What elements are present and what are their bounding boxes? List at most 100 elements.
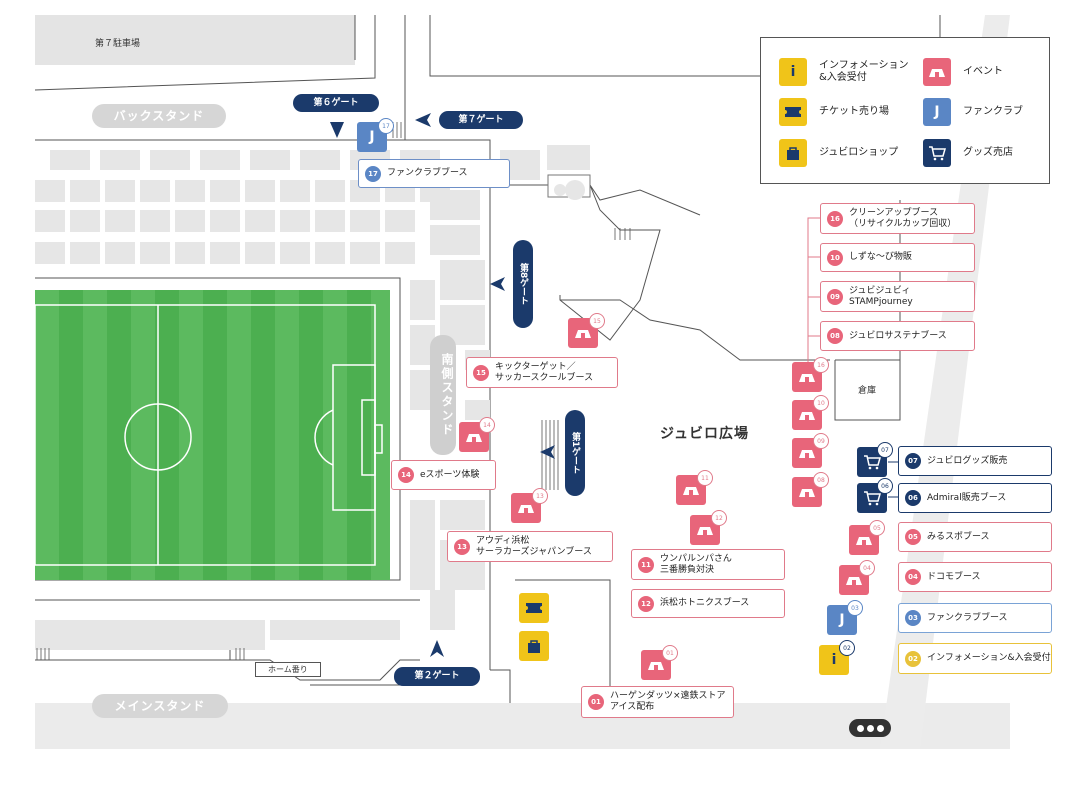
booth-number: 06 xyxy=(905,490,921,506)
gate-8-label: 第8ゲート xyxy=(513,240,533,328)
plaza-label: ジュビロ広場 xyxy=(660,426,750,442)
legend-shop-label: ジュビロショップ xyxy=(819,146,899,158)
warehouse-label: 倉庫 xyxy=(858,386,877,396)
tent-icon xyxy=(575,330,591,338)
tent-icon xyxy=(799,374,815,382)
back-stand-label: バックスタンド xyxy=(92,104,226,128)
booth-text: 浜松ホトニクスブース xyxy=(660,598,750,609)
legend-ticket: チケット売り場 xyxy=(779,98,889,126)
booth-number: 02 xyxy=(905,650,921,667)
j-letter-icon: J xyxy=(839,612,845,628)
ticket-icon xyxy=(526,603,542,613)
booth-01[interactable]: 01 ハーゲンダッツ×遠鉄ストア アイス配布 xyxy=(581,686,734,718)
gate8-arrow xyxy=(490,277,505,291)
legend-event: イベント xyxy=(923,58,1003,86)
legend-info: i インフォメーション &入会受付 xyxy=(779,58,909,86)
booth-number: 16 xyxy=(827,210,843,227)
south-stand-label: 南側スタンド xyxy=(430,335,456,455)
tent-icon xyxy=(697,527,713,535)
home-seats-label: ホーム番り xyxy=(255,662,321,677)
tent-icon xyxy=(648,662,664,670)
booth-number: 12 xyxy=(638,595,654,612)
soccer-pitch xyxy=(34,290,390,580)
dot-icon xyxy=(856,724,864,732)
booth-text: みるスポブース xyxy=(927,531,990,542)
gate7-arrow xyxy=(415,113,431,127)
marker-13-badge: 13 xyxy=(532,488,548,504)
marker-09-badge: 09 xyxy=(813,433,829,449)
tent-icon xyxy=(466,434,482,442)
tent-icon xyxy=(923,58,951,86)
booth-09[interactable]: 09 ジュビジュビィ STAMPjourney xyxy=(820,281,975,312)
booth-12[interactable]: 12 浜松ホトニクスブース xyxy=(631,589,785,618)
marker-14-badge: 14 xyxy=(479,417,495,433)
booth-number: 03 xyxy=(905,610,921,626)
booth-08[interactable]: 08 ジュビロサステナブース xyxy=(820,321,975,351)
marker-16-badge: 16 xyxy=(813,357,829,373)
legend-shop: ジュビロショップ xyxy=(779,139,898,167)
j-letter-icon: J xyxy=(369,129,375,145)
booth-text: しずな〜び物販 xyxy=(849,252,912,263)
more-options-button[interactable] xyxy=(849,719,891,737)
gate-1-label: 第1ゲート xyxy=(565,410,585,496)
booth-number: 13 xyxy=(454,538,470,555)
marker-08-badge: 08 xyxy=(813,472,829,488)
booth-text: Admiral販売ブース xyxy=(927,492,1007,503)
booth-11[interactable]: 11 ウンパルンパさん 三番勝負対決 xyxy=(631,549,785,580)
marker-06-badge: 06 xyxy=(877,478,893,494)
marker-15-badge: 15 xyxy=(589,313,605,329)
booth-07[interactable]: 07 ジュビログッズ販売 xyxy=(898,446,1052,476)
booth-text: キックターゲット／ サッカースクールブース xyxy=(495,361,594,383)
tent-icon xyxy=(518,505,534,513)
booth-text: ファンクラブブース xyxy=(927,612,1008,623)
marker-07-badge: 07 xyxy=(877,442,893,458)
booth-05[interactable]: 05 みるスポブース xyxy=(898,522,1052,552)
booth-number: 09 xyxy=(827,288,843,305)
bag-icon xyxy=(779,139,807,167)
booth-number: 01 xyxy=(588,694,604,710)
tent-icon xyxy=(799,489,815,497)
legend: i インフォメーション &入会受付 イベント チケット売り場 J ファンクラブ … xyxy=(760,37,1050,184)
booth-06[interactable]: 06 Admiral販売ブース xyxy=(898,483,1052,513)
booth-number: 14 xyxy=(398,467,414,483)
marker-12-badge: 12 xyxy=(711,510,727,526)
booth-15[interactable]: 15 キックターゲット／ サッカースクールブース xyxy=(466,357,618,388)
booth-14[interactable]: 14 eスポーツ体験 xyxy=(391,460,496,490)
shop-marker[interactable] xyxy=(519,631,549,661)
tent-icon xyxy=(856,537,872,545)
marker-03-badge: 03 xyxy=(847,600,863,616)
legend-ticket-label: チケット売り場 xyxy=(819,105,889,117)
gate-7-label: 第７ゲート xyxy=(439,111,523,129)
legend-fanclub-label: ファンクラブ xyxy=(963,105,1023,117)
info-icon: i xyxy=(779,58,807,86)
marker-17-badge: 17 xyxy=(378,118,394,134)
booth-number: 11 xyxy=(638,556,654,573)
marker-01-badge: 01 xyxy=(662,645,678,661)
legend-event-label: イベント xyxy=(963,65,1003,77)
cart-icon xyxy=(864,491,881,506)
cart-icon xyxy=(923,139,951,167)
marker-01[interactable] xyxy=(641,650,671,680)
booth-number: 07 xyxy=(905,453,921,469)
booth-04[interactable]: 04 ドコモブース xyxy=(898,562,1052,592)
booth-10[interactable]: 10 しずな〜び物販 xyxy=(820,243,975,272)
tent-icon xyxy=(799,450,815,458)
main-stand-label: メインスタンド xyxy=(92,694,228,718)
ticket-booth-marker[interactable] xyxy=(519,593,549,623)
tent-icon xyxy=(799,412,815,420)
marker-10-badge: 10 xyxy=(813,395,829,411)
booth-03[interactable]: 03 ファンクラブブース xyxy=(898,603,1052,633)
booth-17[interactable]: 17 ファンクラブブース xyxy=(358,159,510,188)
booth-number: 05 xyxy=(905,529,921,545)
booth-02[interactable]: 02 インフォメーション&入会受付 xyxy=(898,643,1052,674)
booth-text: ドコモブース xyxy=(927,571,981,582)
booth-16[interactable]: 16 クリーンアップブース （リサイクルカップ回収） xyxy=(820,203,975,234)
booth-13[interactable]: 13 アウディ浜松 サーラカーズジャパンブース xyxy=(447,531,613,562)
legend-goods: グッズ売店 xyxy=(923,139,1013,167)
parking-lot-area xyxy=(35,15,355,65)
booth-text: ジュビログッズ販売 xyxy=(927,455,1008,466)
booth-text: ファンクラブブース xyxy=(387,168,468,179)
legend-goods-label: グッズ売店 xyxy=(963,146,1013,158)
gate1-arrow xyxy=(540,445,555,459)
